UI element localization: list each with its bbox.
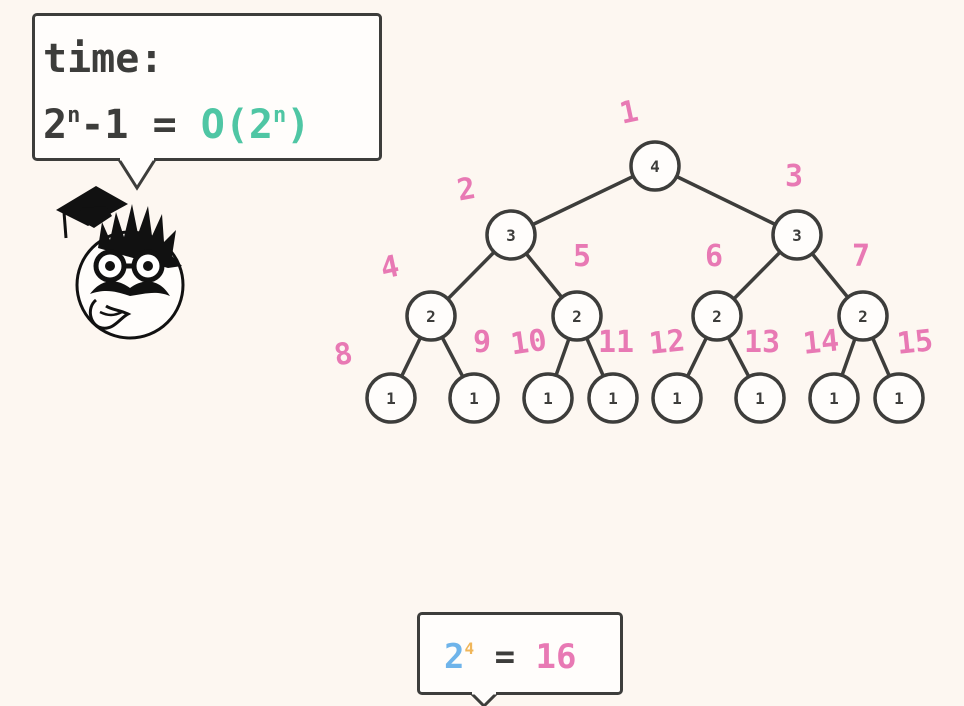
tree-node-circle	[771, 209, 823, 261]
tree-node-circle	[837, 290, 889, 342]
top-bubble-tail	[116, 158, 158, 191]
formula-rest: -1 =	[80, 102, 201, 148]
node-count-formula: 24 = 16	[444, 637, 577, 677]
tree-node-value: 1	[829, 389, 839, 408]
tree-node: 3	[771, 209, 823, 261]
tree-node-circle	[405, 290, 457, 342]
tree-node-value: 1	[386, 389, 396, 408]
tree-node-value: 3	[792, 226, 802, 245]
tree-node-circle	[873, 372, 925, 424]
tree-node: 1	[448, 372, 500, 424]
tree-node: 3	[485, 209, 537, 261]
tree-node-value: 2	[712, 307, 722, 326]
count-base: 2	[444, 637, 465, 677]
tree-node-value: 1	[608, 389, 618, 408]
call-order-label: 12	[647, 323, 687, 362]
tree-node-value: 1	[894, 389, 904, 408]
tree-node: 1	[734, 372, 786, 424]
tree-node-circle	[734, 372, 786, 424]
tree-node: 1	[587, 372, 639, 424]
big-o-exponent: n	[273, 103, 287, 128]
tree-node-circle	[808, 372, 860, 424]
tree-node: 1	[808, 372, 860, 424]
tree-node: 2	[551, 290, 603, 342]
tree-node-value: 1	[469, 389, 479, 408]
graduation-cap-icon	[56, 186, 128, 239]
tree-node: 1	[873, 372, 925, 424]
call-order-label: 7	[852, 239, 870, 274]
tree-edge	[654, 164, 798, 237]
formula-exponent: n	[67, 103, 81, 128]
tree-node-value: 2	[426, 307, 436, 326]
tree-node-value: 1	[672, 389, 682, 408]
call-order-label: 3	[785, 159, 803, 194]
count-exponent: 4	[464, 639, 475, 658]
tree-node-circle	[651, 372, 703, 424]
call-order-label: 11	[598, 325, 634, 360]
call-order-label: 1	[617, 94, 642, 132]
node-count-bubble: 24 = 16	[417, 612, 623, 695]
tree-node-value: 1	[755, 389, 765, 408]
bottom-bubble-tail	[468, 692, 501, 706]
time-formula: 2n-1 = O(2n)	[43, 102, 310, 148]
formula-base: 2	[43, 102, 68, 148]
big-o-open: O(2	[200, 102, 274, 148]
tree-node-value: 2	[858, 307, 868, 326]
tree-node: 2	[691, 290, 743, 342]
tree-node-circle	[448, 372, 500, 424]
call-order-label: 13	[744, 325, 780, 360]
tree-node-value: 1	[543, 389, 553, 408]
tree-node-circle	[587, 372, 639, 424]
tree-node: 4	[629, 140, 681, 192]
call-order-label: 5	[573, 239, 591, 274]
call-order-label: 15	[895, 323, 935, 362]
call-order-label: 4	[378, 249, 403, 287]
tree-node-circle	[629, 140, 681, 192]
call-order-label: 14	[801, 323, 841, 362]
time-complexity-bubble: time: 2n-1 = O(2n)	[32, 13, 382, 161]
call-order-label: 8	[331, 336, 355, 374]
tree-node-circle	[522, 372, 574, 424]
tree-node: 1	[522, 372, 574, 424]
call-order-label: 10	[508, 323, 549, 363]
tree-edge	[510, 164, 656, 237]
call-order-label: 2	[454, 171, 478, 209]
call-order-label: 9	[473, 325, 491, 360]
count-result: 16	[535, 637, 577, 677]
tree-node-value: 4	[650, 157, 660, 176]
time-label: time:	[43, 36, 164, 82]
tree-node-circle	[365, 372, 417, 424]
professor-mascot-icon	[56, 186, 185, 340]
tree-node-value: 3	[506, 226, 516, 245]
tree-node-circle	[691, 290, 743, 342]
call-order-label: 6	[705, 239, 723, 274]
big-o-close: )	[286, 102, 311, 148]
tree-node-value: 2	[572, 307, 582, 326]
tree-node: 1	[651, 372, 703, 424]
count-equals: =	[474, 637, 536, 677]
tree-node: 2	[405, 290, 457, 342]
tree-node: 1	[365, 372, 417, 424]
tree-node-circle	[485, 209, 537, 261]
tree-node: 2	[837, 290, 889, 342]
tree-node-circle	[551, 290, 603, 342]
